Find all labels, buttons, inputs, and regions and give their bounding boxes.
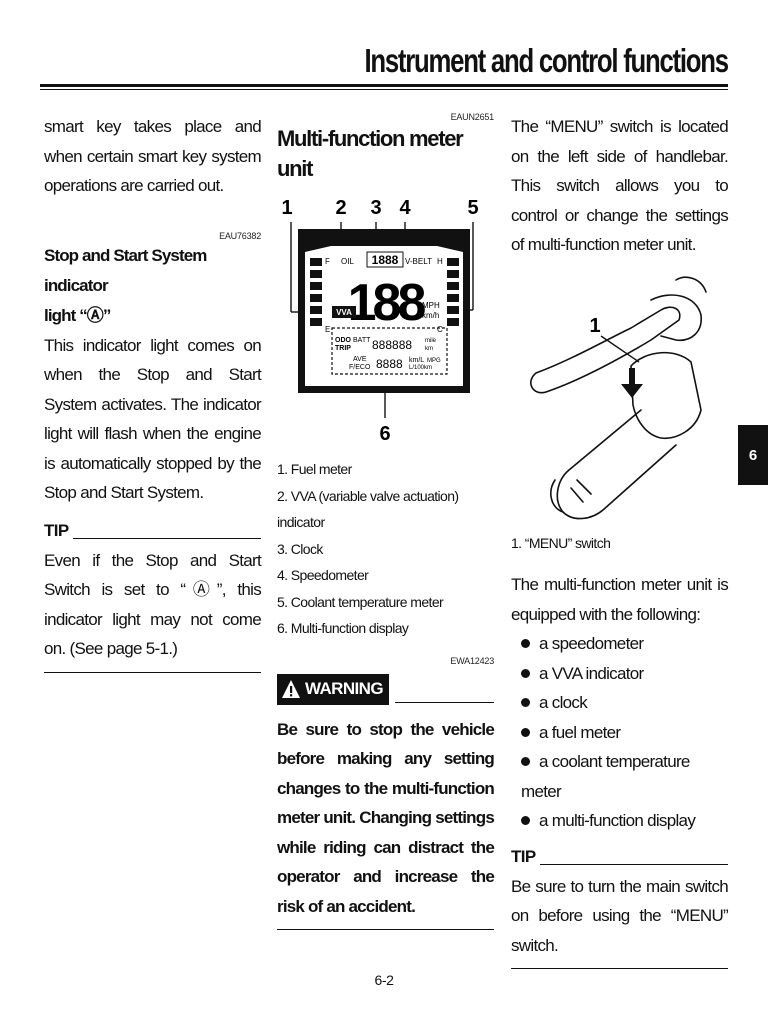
caption-item: 1. Fuel meter (277, 461, 352, 477)
figure-callout-1: 1 (589, 315, 600, 337)
tip-header: TIP (511, 846, 728, 868)
tip-rule (539, 863, 728, 865)
warning-header: WARNING (277, 673, 494, 705)
warning-end-rule (277, 929, 494, 930)
intro-paragraph: smart key takes place and when certain s… (44, 117, 262, 195)
list-item: a clock (511, 688, 728, 718)
list-item: a VVA indicator (511, 659, 728, 689)
bullet-icon (521, 816, 530, 826)
meter-seg6: 888888 (372, 338, 412, 352)
meter-km: km (425, 346, 433, 352)
tip-text: Be sure to turn the main switch on befor… (511, 876, 729, 955)
list-item: a coolant temperature meter (521, 752, 690, 801)
section-heading-line1: Stop and Start System indicator (44, 245, 207, 295)
meter-odo: ODO (335, 337, 352, 344)
meter-seg4: 8888 (376, 357, 403, 371)
meter-e: E (325, 325, 330, 334)
bullet-icon (521, 639, 530, 649)
caption-item: 4. Speedometer (277, 567, 369, 583)
fuel-meter-bars (310, 258, 322, 326)
meter-batt: BATT (353, 337, 371, 344)
meter-h: H (437, 257, 443, 266)
warning-triangle-icon (282, 680, 300, 698)
feature-list: a speedometer a VVA indicator a clock a … (511, 629, 728, 836)
caption-item: 6. Multi-function display (277, 620, 409, 636)
handlebar-figure: 1 (530, 276, 707, 519)
figure-caption: 1. “MENU” switch (511, 534, 611, 551)
meter-fecod: F/ECO (349, 364, 371, 371)
bullet-icon (521, 698, 530, 708)
tip-label: TIP (511, 846, 536, 866)
list-item: a multi-function display (511, 806, 728, 836)
caption-item: 2. VVA (variable valve actuation) indica… (277, 487, 459, 531)
warning-code: EWA12423 (450, 655, 494, 666)
meter-mile: mile (425, 338, 437, 344)
multi-function-display (331, 327, 448, 375)
section-code: EAUN2651 (450, 112, 495, 122)
meter-f: F (325, 257, 330, 266)
figure-captions: 1. Fuel meter 2. VVA (variable valve act… (277, 456, 494, 642)
equipped-paragraph: The multi-function meter unit is equippe… (511, 575, 729, 624)
meter-ave: AVE (353, 356, 367, 363)
meter-vva: VVA (336, 308, 352, 317)
meter-speed: 188 (348, 274, 426, 332)
meter-L100: L/100km (409, 365, 432, 371)
tip-text: Even if the Stop and Start Switch is set… (44, 550, 262, 659)
warning-label: WARNING (305, 679, 384, 698)
section-heading: Multi-function meter unit (277, 126, 464, 181)
meter-mph: MPH (422, 301, 440, 310)
warning-text: Be sure to stop the vehicle before makin… (277, 719, 495, 916)
list-item: a fuel meter (511, 718, 728, 748)
callout-1: 1 (281, 197, 292, 219)
coolant-meter-bars (447, 258, 459, 326)
indicator-paragraph: This indicator light comes on when the S… (44, 335, 262, 503)
meter-vbelt: V-BELT (405, 257, 432, 266)
column-left: smart key takes place and when certain s… (44, 112, 262, 673)
page-title: Instrument and control functions (364, 42, 730, 79)
title-rule-thin (40, 89, 728, 90)
tip-end-rule (511, 968, 728, 969)
meter-kmL: km/L (409, 357, 424, 364)
tip-header: TIP (44, 520, 261, 542)
callout-5: 5 (467, 197, 478, 219)
menu-intro: The “MENU” switch is located on the left… (511, 117, 729, 254)
callout-3: 3 (370, 197, 381, 219)
column-right: The “MENU” switch is located on the left… (511, 112, 729, 969)
tip-label: TIP (44, 520, 69, 540)
page-number: 6-2 (374, 972, 394, 988)
column-middle: EAUN2651 Multi-function meter unit 1 2 3… (277, 112, 495, 930)
tip-end-rule (44, 671, 261, 673)
press-arrow-icon (621, 367, 643, 398)
caption-item: 3. Clock (277, 540, 323, 557)
bullet-icon (521, 757, 530, 767)
tip-rule (72, 537, 261, 539)
section-heading-line2: light “Ⓐ” (44, 305, 111, 325)
warning-rule (394, 701, 494, 703)
chapter-tab: 6 (738, 425, 768, 485)
warning-badge: WARNING (277, 673, 389, 705)
meter-c: C (437, 325, 443, 334)
meter-oil: OIL (341, 257, 354, 266)
meter-clock: 1888 (372, 253, 399, 267)
title-rule (40, 84, 728, 87)
bullet-icon (521, 668, 530, 678)
meter-kmh: km/h (422, 311, 439, 320)
list-item: a speedometer (511, 629, 728, 659)
callout-6: 6 (379, 423, 390, 445)
meter-figure: 1 2 3 4 5 6 F E H (281, 197, 478, 445)
callout-2: 2 (335, 197, 346, 219)
callout-4: 4 (399, 197, 411, 219)
meter-mpg: MPG (427, 358, 441, 364)
meter-screen (305, 238, 463, 386)
meter-trip: TRIP (335, 345, 351, 352)
bullet-icon (521, 727, 530, 737)
section-code: EAU76382 (219, 230, 261, 241)
caption-item: 5. Coolant temperature meter (277, 593, 444, 610)
